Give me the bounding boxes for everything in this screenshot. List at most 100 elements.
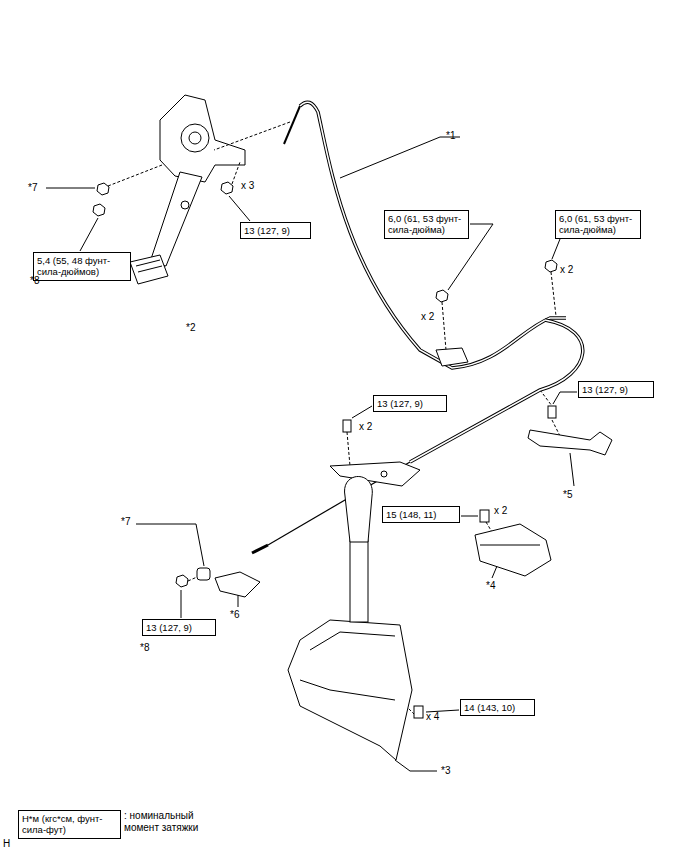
dashed-line: [551, 272, 556, 316]
cable-bracket: [330, 462, 420, 486]
shifter-base: [288, 620, 412, 760]
torque-value: 15 (148, 11): [386, 509, 456, 520]
bolt: [343, 420, 351, 432]
torque-box: 13 (127, 9): [240, 222, 311, 239]
quantity-mark: x 2: [494, 505, 507, 517]
pedal-arm: [150, 172, 202, 266]
cable-bracket: [436, 348, 468, 366]
callout-number: *8: [30, 275, 39, 287]
torque-value: Н*м (кгс*см, фунт-сила-фут): [22, 813, 117, 836]
callout-number: *3: [441, 765, 450, 777]
leader-line: [352, 406, 372, 418]
torque-box: 13 (127, 9): [373, 395, 447, 412]
quantity-mark: x 3: [241, 180, 254, 192]
pedal-bracket: [160, 95, 245, 182]
callout-number: *6: [230, 609, 239, 621]
bolt: [414, 706, 423, 718]
torque-value: 14 (143, 10): [464, 702, 531, 713]
leader-lines: [46, 137, 577, 771]
threaded-rod: [252, 545, 268, 553]
leader-line: [80, 218, 98, 251]
dashed-line: [540, 390, 552, 406]
shifter-detail: [300, 680, 395, 700]
torque-box: 14 (143, 10): [460, 699, 535, 716]
bushing-7: [197, 568, 210, 580]
actuator-detail: [480, 545, 540, 546]
callout-number: *7: [28, 182, 37, 194]
callout-number: *4: [486, 580, 495, 592]
leader-line: [570, 453, 574, 486]
bolt: [548, 406, 556, 418]
callout-number: *5: [563, 489, 572, 501]
dashed-line: [108, 165, 162, 186]
leader-line: [492, 566, 497, 578]
callout-number: *2: [186, 322, 195, 334]
nut: [176, 575, 188, 587]
callout-number: *8: [140, 642, 149, 654]
quantity-mark: x 2: [560, 264, 573, 276]
quantity-mark: x 4: [426, 711, 439, 723]
parking-brake-pedal: [130, 95, 245, 284]
dashed-line: [188, 577, 197, 581]
nut: [93, 204, 105, 216]
leader-line: [136, 524, 204, 566]
actuator-4: [475, 524, 551, 576]
cable-inner: [300, 102, 566, 368]
legend-note: : номинальный момент затяжки: [124, 810, 224, 834]
leader-line: [238, 595, 239, 607]
clip-6: [215, 572, 260, 597]
nut: [436, 290, 448, 302]
cable-outer: [300, 102, 566, 368]
leader-line: [395, 760, 437, 771]
pad-ridge: [136, 260, 160, 266]
torque-box: 6,0 (61, 53 фунт-сила-дюйма): [555, 210, 641, 239]
bracket-5: [528, 430, 612, 455]
leader-line: [553, 392, 577, 404]
leader-line: [552, 239, 560, 259]
callout-number: *7: [121, 516, 130, 528]
dashed-line: [442, 302, 446, 350]
pad-ridge: [138, 266, 162, 272]
quantity-mark: x 2: [359, 421, 372, 433]
torque-box: 5,4 (55, 48 фунт-сила-дюймов): [33, 252, 131, 281]
leader-line: [229, 196, 250, 221]
leader-line: [340, 137, 440, 178]
nuts: [93, 182, 557, 587]
nut: [221, 182, 233, 194]
pedal-pad: [130, 255, 168, 284]
brake-cables: [252, 102, 583, 553]
torque-box: Н*м (кгс*см, фунт-сила-фут): [18, 810, 121, 839]
torque-box: 15 (148, 11): [382, 506, 460, 523]
torque-box: 13 (127, 9): [142, 619, 216, 636]
torque-value: 13 (127, 9): [244, 225, 307, 236]
torque-value: 13 (127, 9): [582, 384, 650, 395]
shifter-boot: [350, 540, 368, 622]
bolt: [480, 510, 489, 522]
torque-value: 13 (127, 9): [377, 398, 443, 409]
pedal-spring: [189, 132, 201, 144]
bracket-hole: [381, 471, 387, 477]
quantity-mark: x 2: [421, 311, 434, 323]
torque-value: 6,0 (61, 53 фунт-сила-дюйма): [559, 213, 637, 236]
torque-box: 13 (127, 9): [578, 381, 654, 398]
callout-number: *1: [446, 130, 455, 142]
shifter-detail: [310, 632, 395, 650]
cable-rod: [284, 106, 300, 144]
figure-code: H: [3, 838, 10, 850]
nut: [545, 260, 557, 272]
torque-box: 6,0 (61, 53 фунт-сила-дюйма): [384, 210, 469, 239]
dashed-line: [214, 122, 290, 150]
leader-line: [181, 590, 182, 618]
nut: [97, 183, 109, 195]
pedal-hole: [181, 201, 189, 209]
leader-line: [461, 516, 478, 517]
dashed-line: [232, 162, 240, 184]
torque-value: 6,0 (61, 53 фунт-сила-дюйма): [388, 213, 465, 236]
shift-knob: [345, 477, 373, 543]
torque-value: 13 (127, 9): [146, 622, 212, 633]
dashed-line: [486, 522, 492, 532]
leader-line: [46, 188, 95, 189]
torque-value: 5,4 (55, 48 фунт-сила-дюймов): [37, 255, 127, 278]
pedal-spring: [181, 124, 209, 152]
